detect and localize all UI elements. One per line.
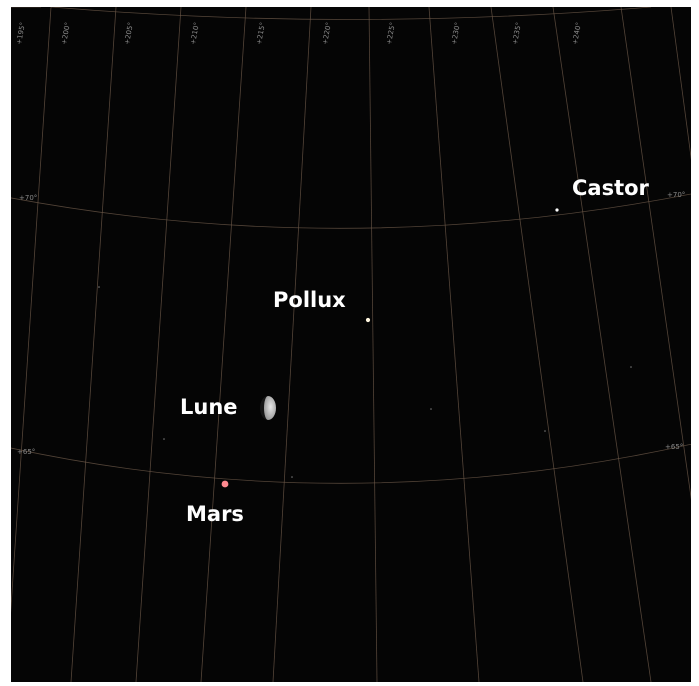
dec-tick-label: +65°: [17, 448, 35, 456]
mars-planet-icon: [221, 480, 229, 488]
faint-stars: [98, 286, 632, 478]
faint-star-icon: [430, 408, 432, 410]
castor-star-icon: [555, 208, 559, 212]
dec-tick-label: +70°: [667, 191, 685, 199]
ra-meridian-line: [11, 7, 52, 614]
castor-label: Castor: [572, 176, 650, 200]
ra-meridian-line: [490, 7, 584, 682]
faint-star-icon: [163, 438, 165, 440]
faint-star-icon: [98, 286, 100, 288]
pollux-star-icon: [365, 317, 371, 323]
ra-tick-label: +225°: [385, 22, 397, 46]
moon-icon: [260, 396, 276, 420]
ra-tick-label: +230°: [450, 22, 462, 46]
mars-label: Mars: [186, 502, 244, 526]
mars[interactable]: Mars: [186, 480, 244, 526]
ra-meridian-line: [552, 7, 652, 682]
ra-tick-label: +240°: [571, 22, 583, 46]
ra-tick-label: +220°: [321, 22, 333, 46]
ra-meridian-line: [670, 7, 691, 161]
pollux-label: Pollux: [273, 288, 346, 312]
ra-tick-label: +195°: [15, 22, 27, 46]
moon-label: Lune: [180, 395, 238, 419]
ra-meridian-line: [70, 7, 117, 682]
dec-tick-label: +65°: [665, 443, 683, 451]
ra-tick-label: +235°: [511, 22, 523, 46]
dec-parallel-line: [11, 193, 691, 229]
tick-labels: +195° +200° +205° +210° +215° +220° +225° +230°…: [15, 22, 685, 456]
ra-meridian-line: [620, 7, 691, 500]
moon[interactable]: Lune: [180, 395, 276, 420]
faint-star-icon: [544, 430, 546, 432]
ra-tick-label: +210°: [189, 22, 201, 46]
dec-parallel-line: [11, 443, 691, 484]
ra-tick-label: +205°: [123, 22, 135, 46]
dec-tick-label: +70°: [19, 194, 37, 202]
faint-star-icon: [630, 366, 632, 368]
ra-meridian-line: [200, 7, 247, 682]
ra-meridian-line: [428, 7, 480, 682]
sky-background: [11, 7, 691, 682]
ra-meridian-line: [135, 7, 182, 682]
sky-chart: +195° +200° +205° +210° +215° +220° +225° +230°…: [11, 7, 691, 682]
dec-parallel-line: [50, 7, 652, 20]
pollux[interactable]: Pollux: [273, 288, 371, 323]
ra-tick-label: +200°: [60, 22, 72, 46]
castor[interactable]: Castor: [555, 176, 650, 212]
ra-tick-label: +215°: [255, 22, 267, 46]
ra-meridian-line: [272, 7, 312, 682]
ra-meridian-line: [368, 7, 378, 682]
coordinate-grid: [11, 7, 691, 682]
faint-star-icon: [291, 476, 293, 478]
